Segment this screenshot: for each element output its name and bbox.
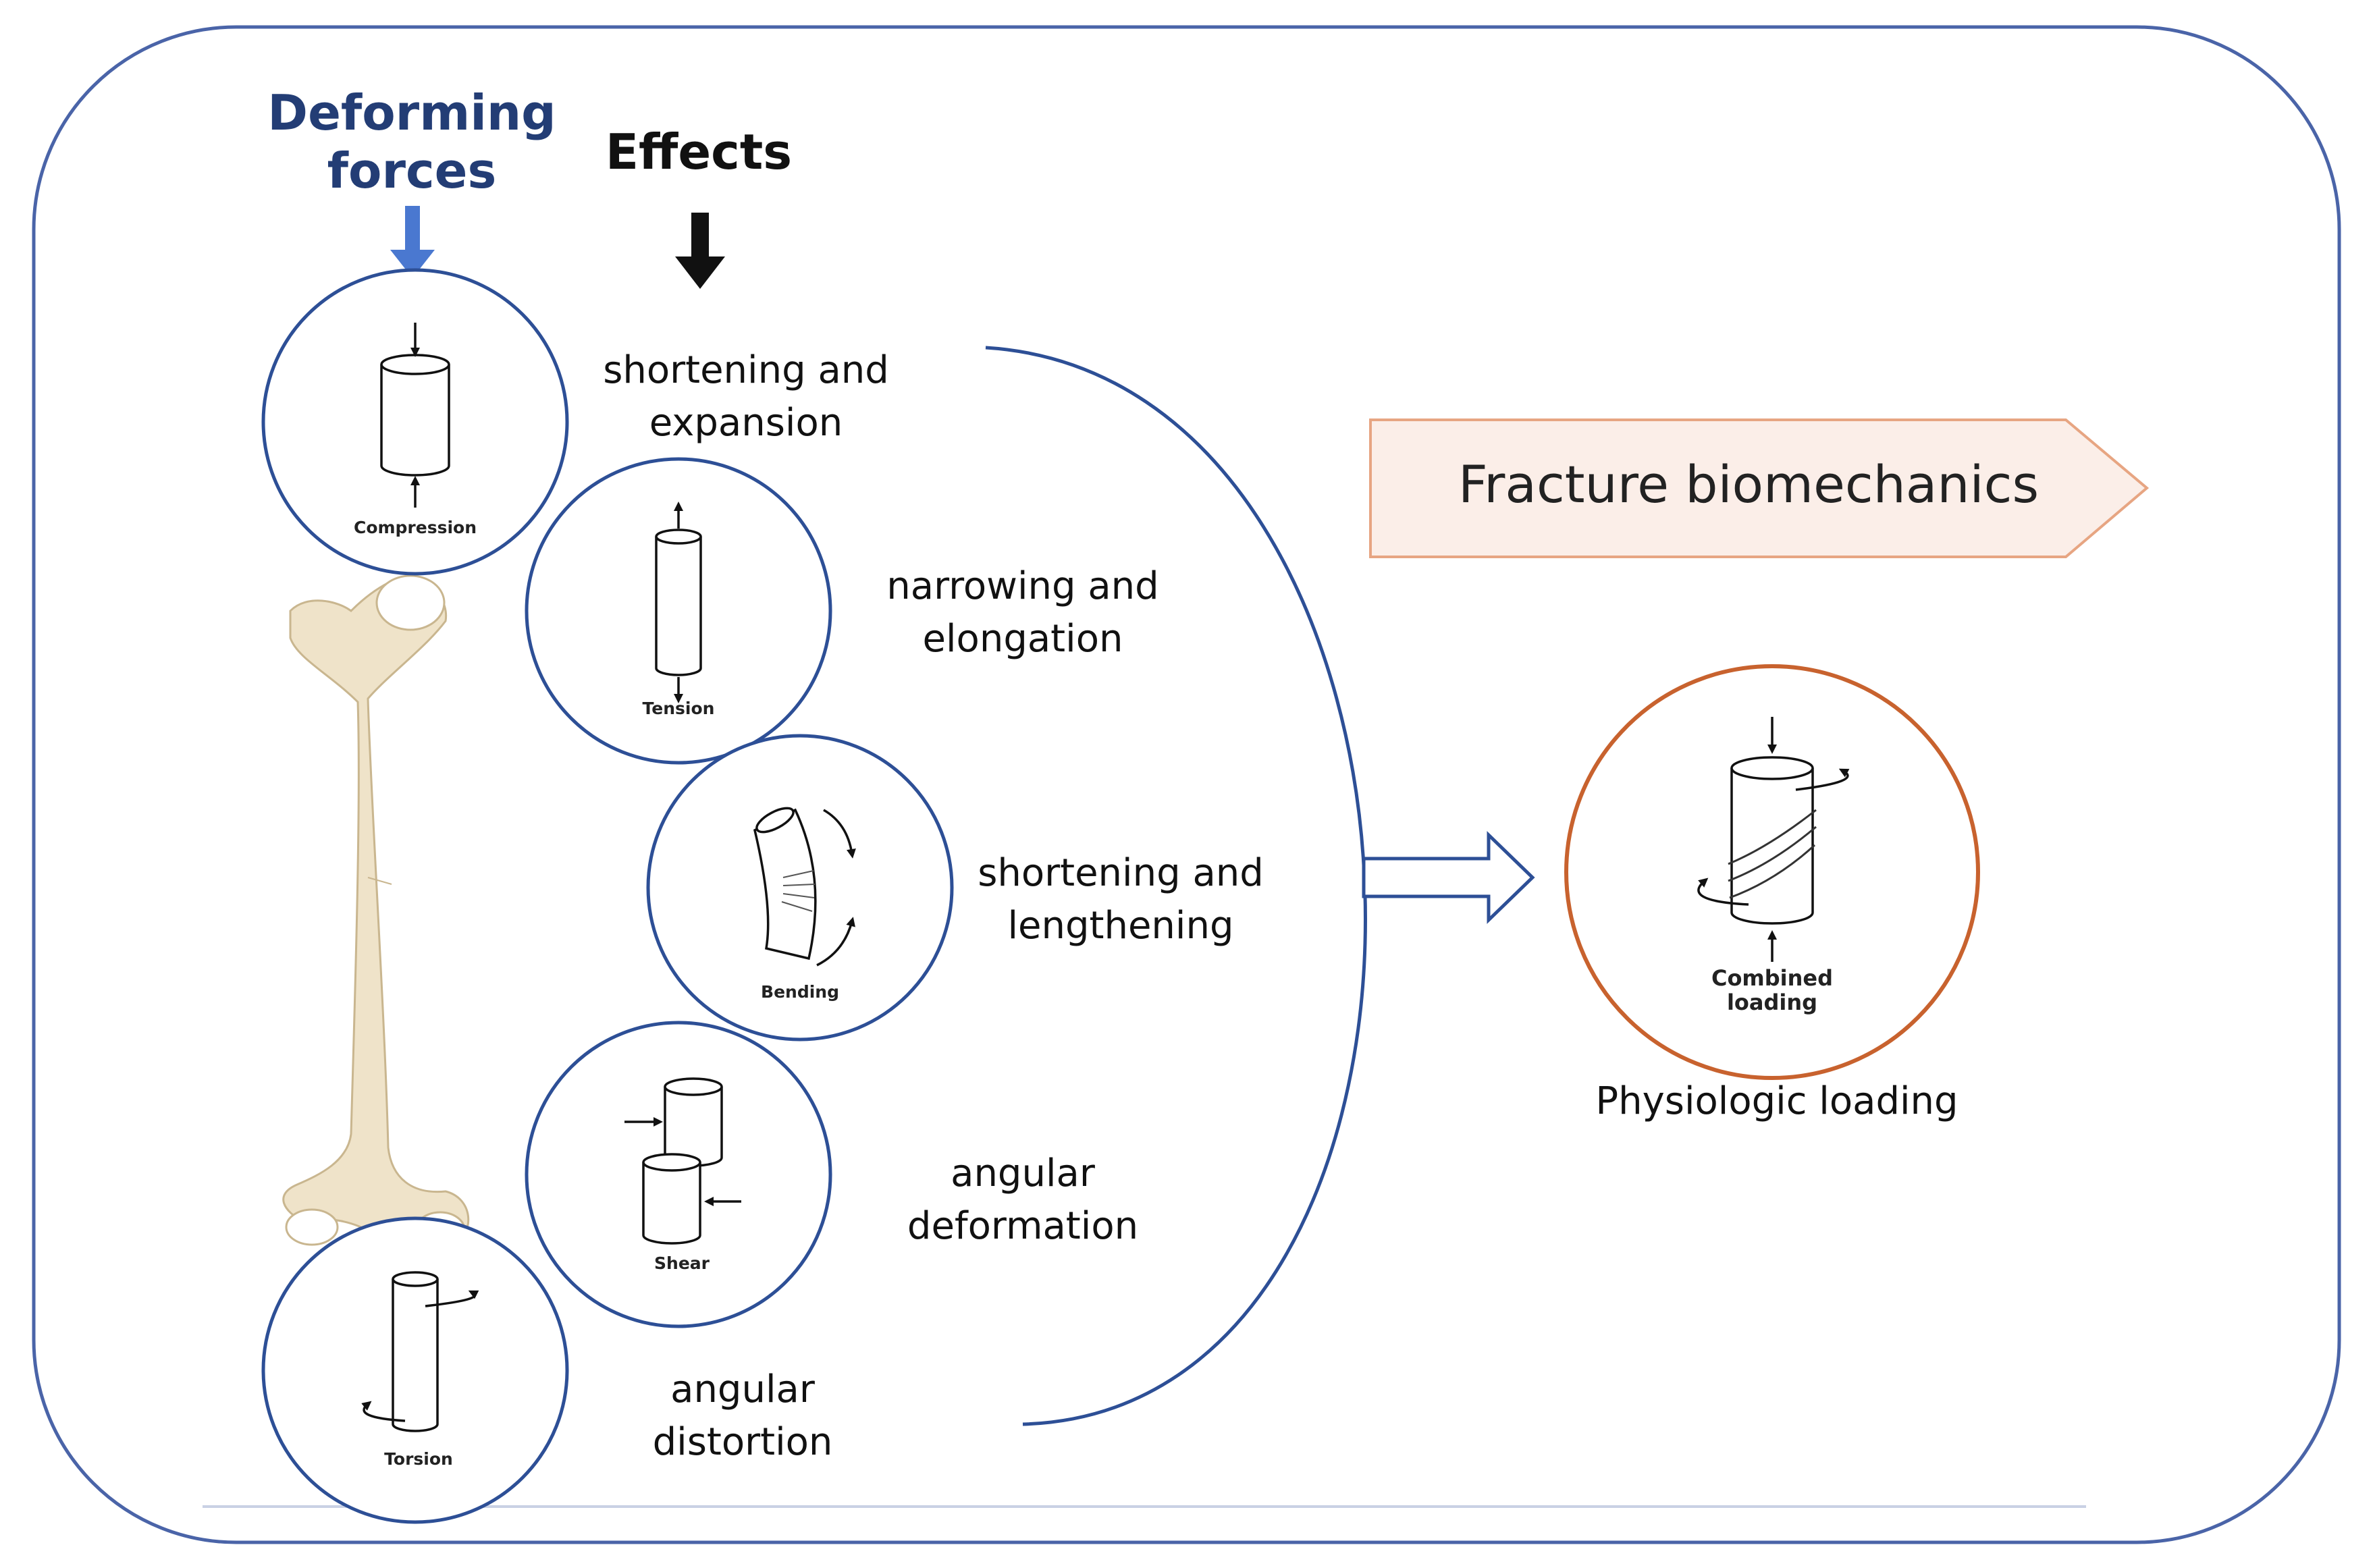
- femur-bone-illustration: [282, 574, 470, 1249]
- shear-force-group: Shear: [525, 1021, 832, 1328]
- torsion-caption: Torsion: [384, 1449, 453, 1469]
- compression-effect-line2: expansion: [649, 401, 843, 445]
- shear-caption: Shear: [654, 1253, 710, 1273]
- fracture-biomechanics-banner: [1369, 418, 2150, 558]
- effects-down-arrow-icon: [675, 213, 725, 289]
- compression-force-group: Compression: [261, 268, 569, 576]
- combined-loading-caption-line2: loading: [1727, 990, 1817, 1015]
- deforming-forces-title-line1: Deforming: [267, 84, 556, 141]
- tension-icon: [655, 502, 702, 703]
- shear-icon: [624, 1077, 741, 1245]
- tension-caption: Tension: [643, 699, 715, 718]
- bending-effect-line1: shortening and: [978, 851, 1264, 895]
- compression-icon: [380, 323, 450, 508]
- hollow-right-arrow-icon: [1362, 831, 1535, 924]
- physiologic-loading-label: Physiologic loading: [1595, 1079, 1958, 1123]
- bending-caption: Bending: [761, 982, 839, 1002]
- tension-force-group: Tension: [525, 457, 832, 765]
- fracture-biomechanics-title: Fracture biomechanics: [1458, 454, 2039, 514]
- tension-effect-line2: elongation: [923, 617, 1123, 661]
- torsion-force-group: Torsion: [261, 1216, 569, 1524]
- torsion-icon: [361, 1271, 479, 1432]
- shear-effect-line2: deformation: [907, 1204, 1138, 1248]
- combined-loading-group: Combined loading: [1564, 664, 1980, 1080]
- bending-force-group: Bending: [646, 734, 954, 1042]
- combined-loading-icon: [1697, 717, 1850, 962]
- bending-icon: [753, 807, 856, 967]
- torsion-effect-line2: distortion: [653, 1420, 833, 1464]
- bending-effect-line2: lengthening: [1007, 904, 1233, 948]
- compression-effect-line1: shortening and: [603, 348, 889, 392]
- torsion-effect-line1: angular: [670, 1368, 816, 1411]
- deforming-forces-title-line2: forces: [327, 142, 497, 199]
- outer-frame: [32, 25, 2341, 1544]
- combined-loading-caption-line1: Combined: [1711, 965, 1833, 991]
- shear-effect-line1: angular: [951, 1152, 1096, 1195]
- compression-caption: Compression: [354, 518, 477, 537]
- deforming-forces-down-arrow-icon: [390, 206, 435, 278]
- tension-effect-line1: narrowing and: [886, 564, 1158, 608]
- effects-title: Effects: [606, 124, 792, 180]
